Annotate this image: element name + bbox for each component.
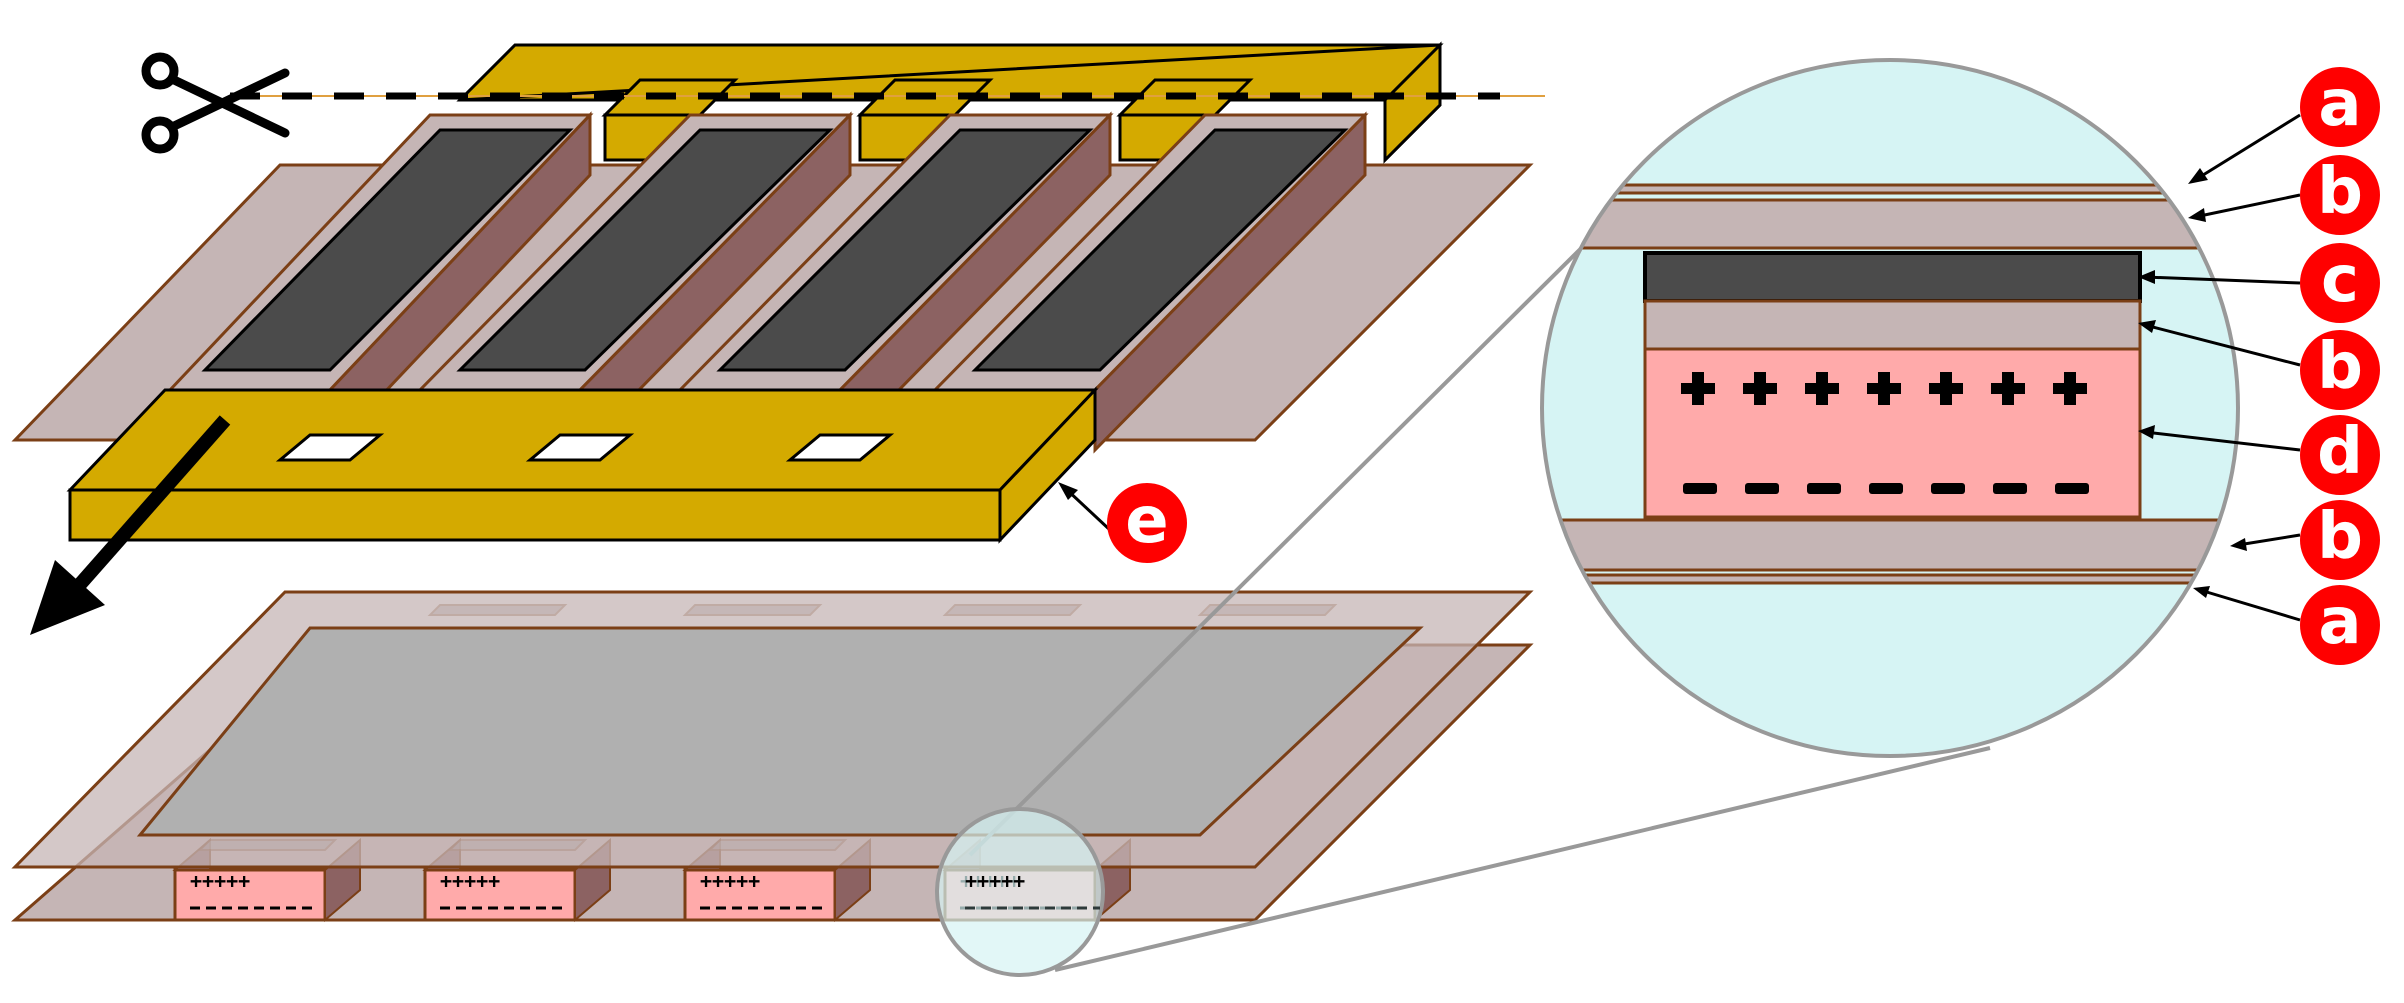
- layer-c-electrode: [1643, 251, 2142, 303]
- label-pointers: [2138, 113, 2301, 622]
- label-b-top: b: [2300, 155, 2380, 235]
- scissors-icon: [141, 52, 290, 154]
- svg-text:+++++: +++++: [440, 869, 500, 893]
- layer-b-mid: [1643, 299, 2142, 351]
- svg-text:+++++: +++++: [190, 869, 250, 893]
- layer-b-top: [1542, 198, 2238, 250]
- label-b-bottom: b: [2300, 500, 2380, 580]
- label-a-top-text: a: [2318, 67, 2361, 141]
- positive-charges: [1681, 372, 2087, 405]
- zoom-callout: +++++: [935, 58, 2240, 977]
- bottom-assembly: +++++ +++++ +++++ +++++: [11, 590, 1534, 923]
- svg-text:+++++: +++++: [700, 869, 760, 893]
- frame-front-bar-face: [68, 488, 1002, 542]
- zoom-source-circle: [935, 807, 1105, 977]
- frame-front-slots: [275, 433, 895, 462]
- frame-back-bar-side: [1383, 41, 1442, 164]
- label-c: c: [2300, 243, 2380, 323]
- label-e: e: [1107, 483, 1187, 563]
- svg-text:+++++: +++++: [965, 869, 1025, 893]
- layer-a-top: [1542, 183, 2238, 195]
- label-d: d: [2300, 415, 2380, 495]
- layer-a-bottom: [1542, 573, 2238, 585]
- top-assembly: [11, 41, 1534, 544]
- label-a-top: a: [2300, 67, 2380, 147]
- frame-front-bar-side: [998, 386, 1097, 544]
- label-d-text: d: [2317, 415, 2363, 489]
- layer-b-bottom: [1542, 518, 2238, 572]
- label-b-top-text: b: [2317, 155, 2363, 229]
- zoom-layers: [1542, 183, 2238, 585]
- label-b-mid-text: b: [2317, 330, 2363, 404]
- down-left-arrow-icon: [30, 415, 231, 635]
- label-e-text: e: [1125, 484, 1168, 558]
- label-b-bottom-text: b: [2317, 500, 2363, 574]
- top-electrode: [136, 626, 1424, 837]
- label-a-bottom: a: [2300, 585, 2380, 665]
- label-b-mid: b: [2300, 330, 2380, 410]
- label-a-bottom-text: a: [2318, 585, 2361, 659]
- negative-charges: [1683, 483, 2089, 494]
- film-strips: [166, 111, 1369, 454]
- label-c-text: c: [2321, 243, 2359, 317]
